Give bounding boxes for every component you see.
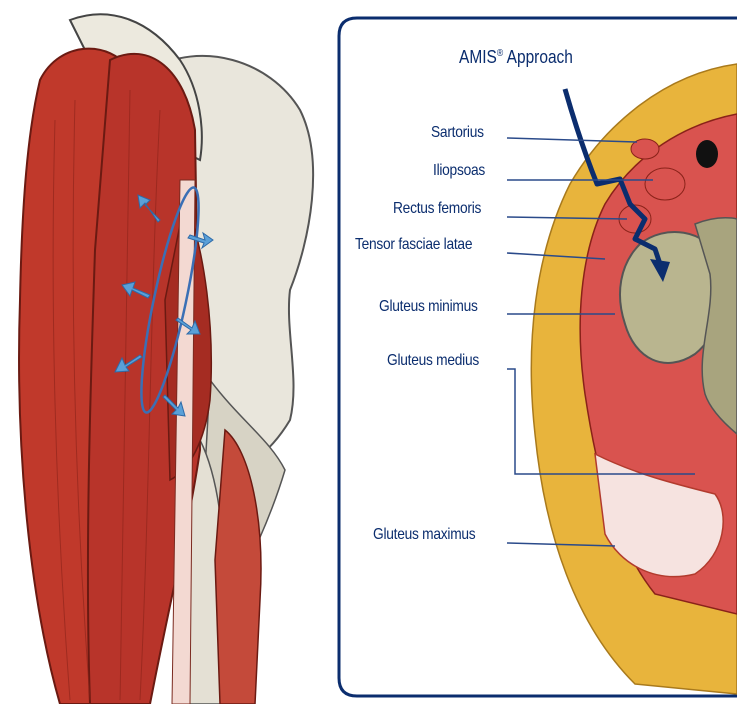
label-tensor-fasciae-latae: Tensor fasciae latae <box>355 236 472 254</box>
title-main: AMIS <box>459 47 497 67</box>
label-sartorius: Sartorius <box>431 124 484 142</box>
label-iliopsoas: Iliopsoas <box>433 162 485 180</box>
title-rest: Approach <box>503 47 573 67</box>
iliopsoas-muscle <box>645 168 685 200</box>
label-gluteus-maximus: Gluteus maximus <box>373 526 475 544</box>
cross-section-panel: AMIS® Approach Sartorius Iliopsoas Rectu… <box>335 14 737 700</box>
label-gluteus-minimus: Gluteus minimus <box>379 298 478 316</box>
panel-title: AMIS® Approach <box>459 47 573 68</box>
label-rectus-femoris: Rectus femoris <box>393 200 481 218</box>
label-gluteus-medius: Gluteus medius <box>387 352 479 370</box>
hip-muscle-illustration <box>0 0 330 704</box>
femoral-vessel <box>696 140 718 168</box>
